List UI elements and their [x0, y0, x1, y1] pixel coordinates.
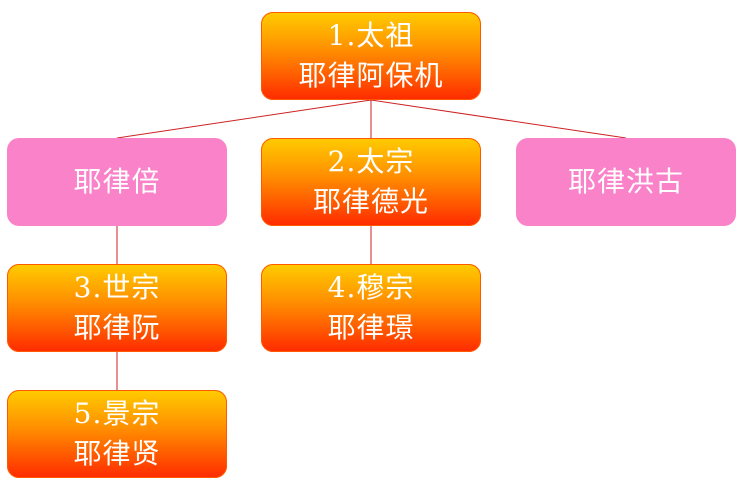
node-bei-name: 耶律倍 — [73, 165, 161, 198]
node-jingzong-name: 耶律贤 — [73, 437, 161, 470]
node-muzong-name: 耶律璟 — [327, 311, 415, 344]
node-shizong-name: 耶律阮 — [73, 311, 161, 344]
node-jingzong-title: 5.景宗 — [73, 397, 161, 430]
node-bei: 耶律倍 — [7, 138, 227, 226]
node-muzong: 4.穆宗 耶律璟 — [261, 264, 481, 352]
connector-taizu-to-bei — [116, 99, 372, 139]
node-shizong: 3.世宗 耶律阮 — [7, 264, 227, 352]
node-jingzong: 5.景宗 耶律贤 — [7, 390, 227, 478]
node-taizong-name: 耶律德光 — [312, 185, 429, 218]
connector-taizu-to-honggu — [370, 99, 627, 139]
node-taizong: 2.太宗 耶律德光 — [261, 138, 481, 226]
node-taizu-name: 耶律阿保机 — [298, 59, 444, 92]
node-shizong-title: 3.世宗 — [73, 271, 161, 304]
node-muzong-title: 4.穆宗 — [327, 271, 415, 304]
node-honggu-name: 耶律洪古 — [567, 165, 684, 198]
node-taizu: 1.太祖 耶律阿保机 — [261, 12, 481, 100]
node-taizu-title: 1.太祖 — [327, 19, 415, 52]
node-honggu: 耶律洪古 — [516, 138, 736, 226]
node-taizong-title: 2.太宗 — [327, 145, 415, 178]
